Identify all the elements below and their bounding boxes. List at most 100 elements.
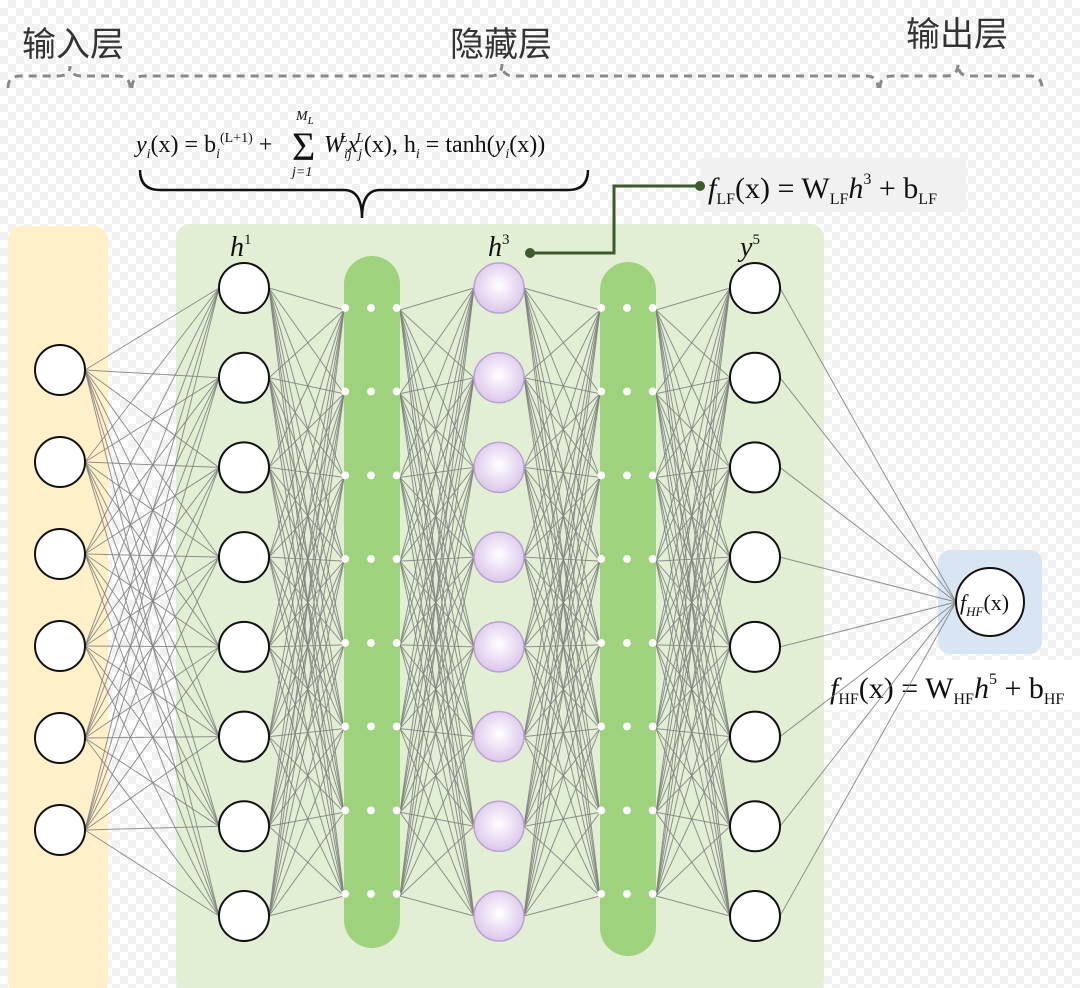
h3-label: h3 <box>488 232 510 263</box>
edge <box>268 561 345 917</box>
edge <box>84 287 220 371</box>
edge <box>84 287 220 831</box>
edge <box>84 467 220 555</box>
edge <box>84 461 220 648</box>
edge <box>523 377 601 897</box>
edge <box>523 309 601 647</box>
edge <box>523 309 601 558</box>
edge <box>399 377 475 562</box>
y5-node <box>729 531 781 584</box>
edge <box>655 561 731 827</box>
edge <box>523 646 601 897</box>
edge <box>268 467 345 897</box>
edge <box>268 287 345 478</box>
edge <box>84 287 220 739</box>
edge <box>399 646 475 729</box>
edge <box>523 556 601 562</box>
input-node <box>34 620 86 672</box>
edge <box>84 369 220 648</box>
edge <box>84 737 220 827</box>
edge <box>84 737 220 917</box>
edge <box>84 553 220 917</box>
edge <box>523 477 601 917</box>
edge <box>523 557 601 813</box>
edge <box>655 287 731 897</box>
edge <box>399 393 475 737</box>
edge <box>399 467 475 897</box>
h1-node <box>218 262 270 314</box>
edge <box>523 467 601 897</box>
hidden-layer-formula: yi(x) = bi(L+1) + <box>134 131 272 162</box>
h3-node <box>473 621 525 673</box>
edge <box>399 309 475 558</box>
edge <box>655 377 731 395</box>
edge <box>523 477 601 558</box>
edge <box>399 477 475 558</box>
edge <box>523 644 601 917</box>
edge <box>268 477 345 558</box>
edge <box>655 728 731 827</box>
edge <box>84 461 220 827</box>
edge <box>399 811 475 917</box>
edge <box>523 466 601 478</box>
edge <box>523 728 601 827</box>
edge <box>268 287 345 562</box>
edge <box>523 644 601 827</box>
ellipsis-dots: • • • <box>594 799 662 824</box>
edge <box>268 646 345 897</box>
output-node <box>955 567 1025 637</box>
edge <box>399 467 475 562</box>
ellipsis-dots: • • • <box>338 883 406 908</box>
edge <box>268 287 345 897</box>
edge <box>268 736 345 897</box>
edge <box>655 309 731 379</box>
edge <box>268 895 345 917</box>
edge <box>523 728 601 738</box>
edge <box>655 287 731 311</box>
edge <box>84 736 220 831</box>
edge <box>268 309 345 917</box>
edge <box>268 309 345 647</box>
ellipsis-dots: • • • <box>338 381 406 406</box>
edge <box>655 728 731 917</box>
edge <box>268 393 345 558</box>
h3-node <box>473 890 525 942</box>
y5-node <box>729 351 781 404</box>
ellipsis-dots: • • • <box>594 548 662 573</box>
edge <box>268 309 345 737</box>
edge <box>779 601 957 827</box>
edge <box>268 646 345 813</box>
edge <box>268 557 345 813</box>
edge <box>523 467 601 729</box>
edge <box>399 557 475 897</box>
edge <box>655 467 731 646</box>
edge <box>399 644 475 648</box>
h3-node <box>473 710 525 763</box>
edge <box>655 287 731 478</box>
edge <box>399 309 475 468</box>
edge <box>655 309 731 468</box>
edge <box>84 829 220 917</box>
edge <box>655 309 731 647</box>
edge <box>268 728 345 917</box>
collapsed-hidden-layers: • • •• • •• • •• • •• • •• • •• • •• • •… <box>338 256 662 956</box>
hidden-layer-title: 隐藏层 <box>450 25 552 65</box>
edge <box>655 309 731 737</box>
edge <box>523 825 601 897</box>
collapsed-layer-bar-1 <box>344 256 400 948</box>
edge <box>655 287 731 562</box>
edge <box>523 377 601 813</box>
hidden-layer-formula-tail: WijLxjL(x), hi = tanh(yi(x)) <box>324 131 545 162</box>
edge <box>523 309 601 468</box>
edge <box>399 309 475 827</box>
edge <box>399 560 475 648</box>
edge <box>399 393 475 827</box>
edge <box>655 560 731 648</box>
edge <box>523 560 601 737</box>
edge <box>655 467 731 562</box>
edge <box>268 377 345 395</box>
edge <box>655 393 731 737</box>
lf-formula-box <box>700 158 966 212</box>
ellipsis-dots: • • • <box>594 381 662 406</box>
edge <box>268 377 345 729</box>
